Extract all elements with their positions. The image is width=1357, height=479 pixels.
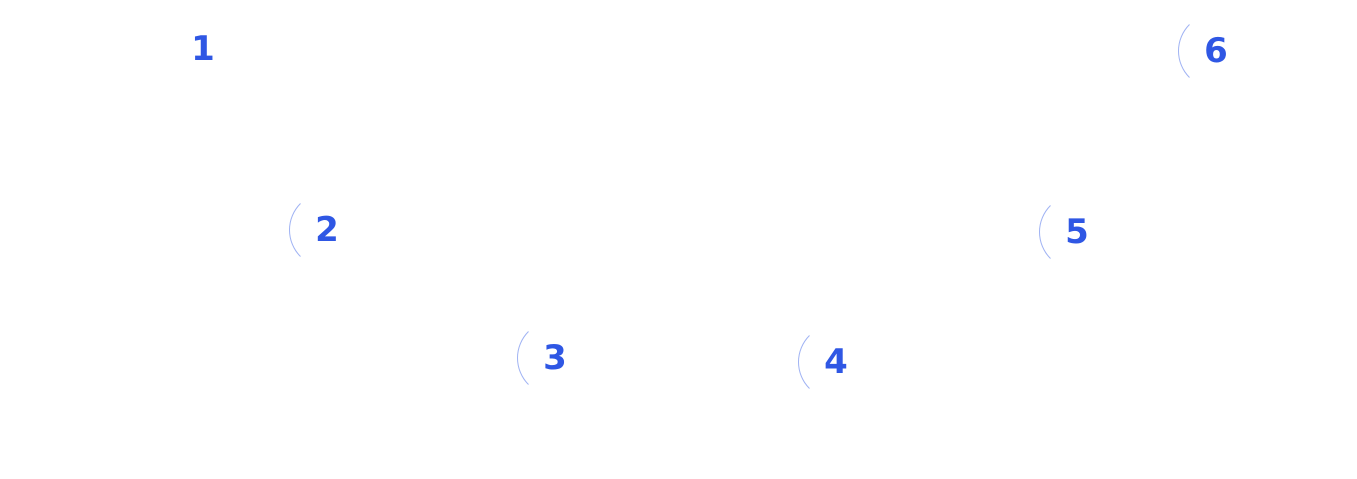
step-4-number: 4 <box>824 342 848 382</box>
step-3-number: 3 <box>543 338 567 378</box>
step-6-marker: 6 <box>1178 13 1254 89</box>
step-1-number: 1 <box>191 29 215 69</box>
step-3-marker: 3 <box>517 320 593 396</box>
step-5-marker: 5 <box>1039 194 1115 270</box>
step-2-number: 2 <box>315 210 339 250</box>
step-4-marker: 4 <box>798 324 874 400</box>
step-2-marker: 2 <box>289 192 365 268</box>
step-5-number: 5 <box>1065 212 1089 252</box>
step-1-marker: 1 <box>165 11 241 87</box>
step-6-number: 6 <box>1204 31 1228 71</box>
